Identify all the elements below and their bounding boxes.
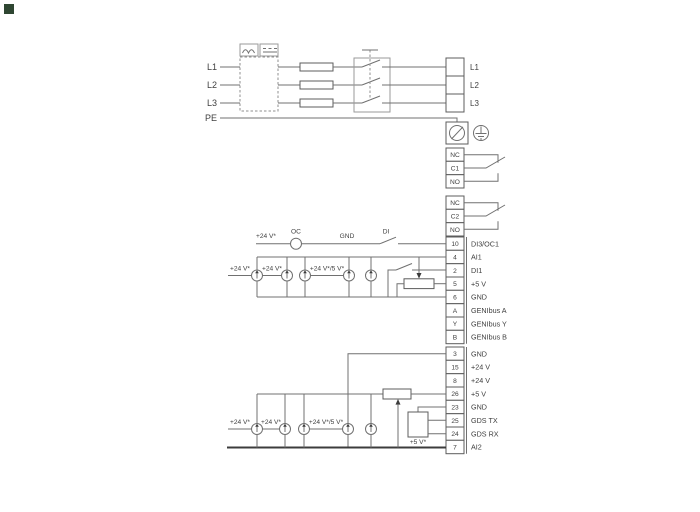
terminal-label: DI1 (471, 266, 482, 275)
phase-wires-elcb-out (278, 66, 300, 104)
earth-icon (473, 125, 489, 141)
screw-terminal-icon (445, 121, 469, 145)
mains-output-terminals: L1 L2 L3 (445, 57, 479, 113)
terminal-number: 2 (453, 268, 457, 275)
oc-label: OC (291, 229, 301, 236)
terminal-number: 15 (451, 365, 459, 372)
terminal-label: GDS RX (471, 429, 499, 438)
main-switch-icon (333, 49, 446, 113)
terminal-number: A (453, 308, 458, 315)
terminal-label: +24 V (471, 376, 490, 385)
terminal-number: 6 (453, 295, 457, 302)
input-l3-label: L3 (207, 98, 217, 108)
relay2-nc-label: NC (450, 200, 460, 207)
output-l3-label: L3 (470, 99, 479, 108)
ai2-supply1-label: +24 V* (230, 419, 250, 426)
sensor-source-icons-ai2 (251, 394, 377, 448)
relay-block-1: NC C1 NO (445, 147, 506, 189)
ai2-supply2-label: +24 V* (261, 419, 281, 426)
lower-terminal-strip: 3 15 8 26 23 25 24 7 GND +24 V +24 V +5 … (445, 346, 499, 455)
terminal-label: AI1 (471, 253, 482, 262)
terminal-label: DI3/OC1 (471, 239, 499, 248)
ai1-supply3-label: +24 V*/5 V* (310, 266, 345, 273)
ai2-supply3-label: +24 V*/5 V* (309, 419, 344, 426)
fuse-icons (299, 62, 334, 108)
rcd-pulse-icon (239, 43, 259, 57)
rcd-dc-icon (259, 43, 279, 57)
ai1-potentiometer-icon (396, 257, 446, 297)
terminal-label: AI2 (471, 443, 482, 452)
terminal-label: GENIbus Y (471, 319, 507, 328)
terminal-number: 8 (453, 378, 457, 385)
elcb-box (239, 56, 279, 112)
di-switch-icon (379, 236, 397, 245)
terminal-number: 3 (453, 351, 457, 358)
input-l1-label: L1 (207, 62, 217, 72)
terminal-label: GDS TX (471, 416, 498, 425)
terminal-number: B (453, 335, 458, 342)
phase-wires-in (220, 66, 240, 104)
terminal-label: GENIbus B (471, 333, 507, 342)
ai2-section: +24 V* +24 V* +24 V*/5 V* +5 V* (227, 353, 446, 449)
relay1-nc-label: NC (450, 152, 460, 159)
terminal-number: 25 (451, 418, 459, 425)
oc-supply-label: +24 V* (256, 233, 276, 240)
ai2-potentiometer-icon (382, 388, 446, 448)
terminal-label: GND (471, 349, 487, 358)
oc-di-row: +24 V* OC GND DI (256, 229, 446, 250)
power-section: L1 L2 L3 PE (205, 43, 489, 145)
terminal-number: 5 (453, 281, 457, 288)
input-l2-label: L2 (207, 80, 217, 90)
terminal-label: +24 V (471, 363, 490, 372)
open-collector-icon (290, 237, 302, 250)
relay2-contact-icon (464, 202, 506, 230)
terminal-label: GENIbus A (471, 306, 507, 315)
terminal-label: +5 V (471, 279, 486, 288)
terminal-label: GND (471, 293, 487, 302)
terminal-label: +5 V (471, 389, 486, 398)
terminal-number: 24 (451, 431, 459, 438)
terminal-number: 10 (451, 241, 459, 248)
output-l1-label: L1 (470, 63, 479, 72)
ai1-supply2-label: +24 V* (262, 266, 282, 273)
relay2-c2-label: C2 (451, 214, 460, 221)
upper-terminal-strip: 10 4 2 5 6 A Y B DI3/OC1 AI1 DI1 +5 V GN… (445, 236, 507, 345)
pe-wire (220, 117, 458, 122)
gds-supply-label: +5 V* (410, 439, 427, 446)
ai1-section: +24 V* +24 V* +24 V*/5 V* (228, 256, 446, 298)
terminal-label: GND (471, 403, 487, 412)
terminal-number: 23 (451, 405, 459, 412)
output-l2-label: L2 (470, 81, 479, 90)
ai1-supply1-label: +24 V* (230, 266, 250, 273)
relay-block-2: NC C2 NO (445, 195, 506, 237)
di1-switch-icon (387, 263, 446, 297)
relay1-contact-icon (464, 154, 506, 182)
ai2-gnd-drop (347, 353, 446, 448)
terminal-number: 4 (453, 255, 457, 262)
terminal-number: Y (453, 321, 458, 328)
relay2-no-label: NO (450, 227, 460, 234)
relay1-c1-label: C1 (451, 166, 460, 173)
relay1-no-label: NO (450, 179, 460, 186)
gds-sensor-box: +5 V* (407, 406, 446, 446)
page-marker (4, 4, 14, 14)
input-pe-label: PE (205, 113, 217, 123)
gnd-label: GND (340, 233, 355, 240)
terminal-number: 26 (451, 391, 459, 398)
sensor-source-icons-ai1 (251, 257, 377, 297)
terminal-number: 7 (453, 445, 457, 452)
di-label: DI (383, 229, 390, 236)
